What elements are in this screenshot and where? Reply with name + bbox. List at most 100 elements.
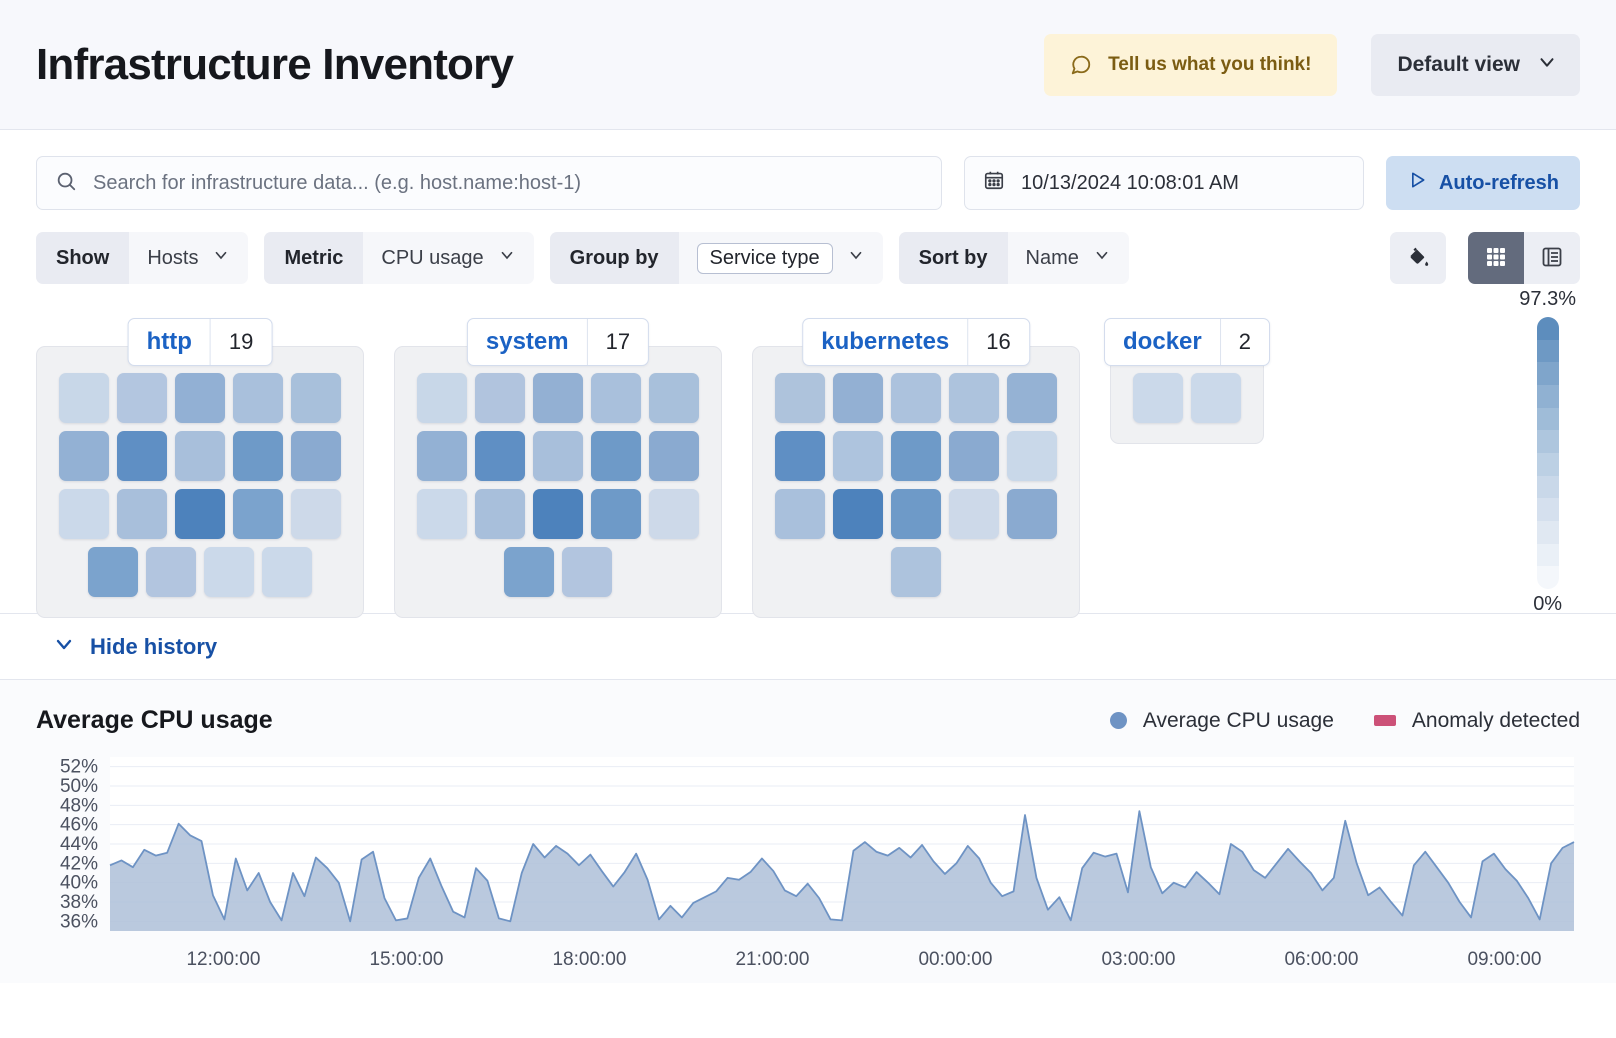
host-tile[interactable] [775, 373, 825, 423]
host-tile[interactable] [475, 431, 525, 481]
host-tile[interactable] [649, 489, 699, 539]
host-tile[interactable] [262, 547, 312, 597]
host-tile[interactable] [949, 431, 999, 481]
chart-x-tick-label: 12:00:00 [186, 949, 261, 970]
group-count: 16 [967, 319, 1028, 365]
host-tile[interactable] [504, 547, 554, 597]
host-tile[interactable] [533, 489, 583, 539]
host-tile[interactable] [591, 373, 641, 423]
legend-max-label: 97.3% [1519, 288, 1576, 310]
cpu-usage-area-chart[interactable]: 52%50%48%46%44%42%40%38%36% [36, 753, 1580, 943]
host-tile[interactable] [175, 489, 225, 539]
host-tile[interactable] [891, 373, 941, 423]
tile-row [775, 489, 1057, 539]
filter-sort-by-value-text: Name [1025, 246, 1079, 269]
host-tile[interactable] [291, 373, 341, 423]
date-picker[interactable]: 10/13/2024 10:08:01 AM [964, 156, 1364, 210]
host-tile[interactable] [291, 489, 341, 539]
host-tile[interactable] [1007, 431, 1057, 481]
host-tile[interactable] [291, 431, 341, 481]
host-tile[interactable] [775, 489, 825, 539]
host-tile[interactable] [775, 431, 825, 481]
host-tile[interactable] [233, 431, 283, 481]
host-tile[interactable] [533, 431, 583, 481]
page-title: Infrastructure Inventory [36, 39, 514, 89]
chevron-down-icon [498, 246, 516, 270]
legend-item-average-cpu-usage: Average CPU usage [1109, 708, 1334, 733]
host-tile[interactable] [833, 489, 883, 539]
legend-step [1536, 430, 1559, 453]
host-tile[interactable] [117, 489, 167, 539]
host-tile[interactable] [1007, 373, 1057, 423]
host-tile[interactable] [475, 489, 525, 539]
host-tile[interactable] [59, 489, 109, 539]
host-tile[interactable] [562, 547, 612, 597]
filter-sort-by-label: Sort by [898, 232, 1008, 284]
group-tile-grid [394, 346, 722, 618]
host-tile[interactable] [1191, 373, 1241, 423]
host-tile[interactable] [233, 373, 283, 423]
chart-y-tick-label: 38% [60, 892, 98, 913]
header-actions: Tell us what you think! Default view [1044, 33, 1580, 96]
chart-area[interactable]: 52%50%48%46%44%42%40%38%36% 12:00:00 15:0… [36, 753, 1580, 983]
group-name: system [485, 328, 569, 355]
filter-group-by-value[interactable]: Service type [678, 232, 883, 284]
host-tile[interactable] [891, 547, 941, 597]
chart-x-tick-label: 15:00:00 [369, 949, 444, 970]
feedback-button[interactable]: Tell us what you think! [1044, 33, 1338, 96]
host-tile[interactable] [233, 489, 283, 539]
host-tile[interactable] [591, 431, 641, 481]
host-tile[interactable] [59, 431, 109, 481]
host-tile[interactable] [533, 373, 583, 423]
chevron-down-icon [212, 246, 230, 270]
host-tile[interactable] [891, 489, 941, 539]
grid-view-button[interactable] [1468, 232, 1524, 284]
auto-refresh-button[interactable]: Auto-refresh [1386, 156, 1580, 210]
host-tile[interactable] [475, 373, 525, 423]
host-tile[interactable] [891, 431, 941, 481]
host-tile[interactable] [417, 431, 467, 481]
date-picker-value: 10/13/2024 10:08:01 AM [1021, 171, 1239, 194]
host-tile[interactable] [117, 373, 167, 423]
page-header: Infrastructure Inventory Tell us what yo… [0, 0, 1616, 130]
host-tile[interactable] [833, 431, 883, 481]
host-tile[interactable] [175, 373, 225, 423]
filter-show-value[interactable]: Hosts [129, 232, 249, 284]
host-tile[interactable] [833, 373, 883, 423]
host-tile[interactable] [88, 547, 138, 597]
host-tile[interactable] [649, 373, 699, 423]
filter-sort-by-value[interactable]: Name [1007, 232, 1129, 284]
legend-label-average-cpu-usage: Average CPU usage [1142, 708, 1334, 732]
host-tile[interactable] [949, 373, 999, 423]
color-fill-icon-button[interactable] [1390, 232, 1446, 284]
host-tile[interactable] [949, 489, 999, 539]
host-tile[interactable] [175, 431, 225, 481]
host-tile[interactable] [59, 373, 109, 423]
host-tile[interactable] [591, 489, 641, 539]
host-tile[interactable] [649, 431, 699, 481]
tile-row [504, 547, 612, 597]
filter-metric-value[interactable]: CPU usage [363, 232, 534, 284]
host-tile[interactable] [146, 547, 196, 597]
host-tile[interactable] [417, 373, 467, 423]
default-view-button[interactable]: Default view [1371, 33, 1580, 96]
calendar-icon [983, 169, 1005, 197]
tile-row [417, 431, 699, 481]
search-input[interactable] [91, 170, 923, 196]
search-box[interactable] [36, 156, 942, 210]
host-tile[interactable] [417, 489, 467, 539]
host-tile[interactable] [117, 431, 167, 481]
host-tile[interactable] [1007, 489, 1057, 539]
host-tile[interactable] [204, 547, 254, 597]
table-view-button[interactable] [1524, 232, 1580, 284]
color-fill-icon [1405, 244, 1431, 273]
tile-row [775, 431, 1057, 481]
host-tile[interactable] [1133, 373, 1183, 423]
hide-history-toggle[interactable]: Hide history [0, 614, 1616, 680]
